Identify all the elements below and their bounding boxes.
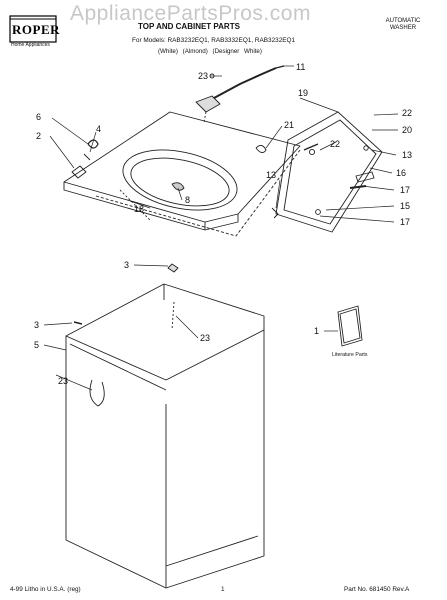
product-type-line-2: WASHER: [389, 25, 417, 31]
callout-19: 19: [298, 88, 308, 98]
callout-13: 13: [402, 150, 412, 160]
literature-parts: [337, 305, 363, 347]
callout-22: 22: [402, 108, 412, 118]
callout-15: 15: [400, 201, 410, 211]
product-type: AUTOMATIC WASHER: [378, 18, 428, 32]
variant-designer-white: (Designer White): [212, 48, 262, 55]
callout-17b: 17: [400, 217, 410, 227]
watermark-text: AppliancePartsPros.com: [70, 2, 311, 25]
literature-parts-label: Literature Parts: [332, 352, 368, 358]
callout-numbers: 23 11 19 22 6 4 21 20 2 22 13 16 18 8 13…: [34, 62, 412, 386]
callout-6: 6: [36, 112, 41, 122]
washer-top-panel: [63, 111, 301, 237]
footer-print-info: 4-99 Litho in U.S.A. (reg): [10, 586, 81, 593]
footer-page-number: 1: [221, 586, 225, 593]
hinge-parts: [71, 139, 375, 219]
callout-4: 4: [96, 124, 101, 134]
callout-23b: 23: [200, 333, 210, 343]
callout-16: 16: [396, 168, 406, 178]
callout-23c: 23: [58, 376, 68, 386]
callout-11: 11: [296, 62, 305, 72]
lid-switch-harness: [195, 65, 285, 123]
callout-17: 17: [400, 185, 410, 195]
callout-21: 21: [284, 120, 294, 130]
washer-cabinet: [65, 263, 265, 589]
lid-assembly: [275, 111, 383, 233]
footer-part-number: Part No. 681450 Rev.A: [344, 586, 410, 593]
callout-22b: 22: [330, 139, 340, 149]
brand-logo: ROPER: [12, 22, 60, 37]
callout-5: 5: [34, 340, 39, 350]
variant-list: (White) (Almond) (Designer White): [158, 48, 262, 55]
callout-20: 20: [402, 125, 412, 135]
callout-2: 2: [36, 131, 41, 141]
callout-3b: 3: [34, 320, 39, 330]
callout-8: 8: [185, 195, 190, 205]
product-type-line-1: AUTOMATIC: [385, 18, 421, 24]
page-title: TOP AND CABINET PARTS: [138, 22, 240, 31]
variant-almond: (Almond): [182, 48, 208, 55]
callout-18: 18: [134, 204, 144, 214]
variant-white: (White): [158, 48, 178, 55]
callout-23: 23: [198, 71, 208, 81]
callout-1: 1: [314, 326, 319, 336]
brand-tagline: Home Appliances: [11, 42, 50, 48]
leader-lines: [43, 65, 399, 391]
models-line: For Models: RAB3232EQ1, RAB3332EQ1, RAB3…: [132, 37, 296, 44]
callout-3: 3: [124, 260, 129, 270]
callout-13b: 13: [266, 170, 276, 180]
